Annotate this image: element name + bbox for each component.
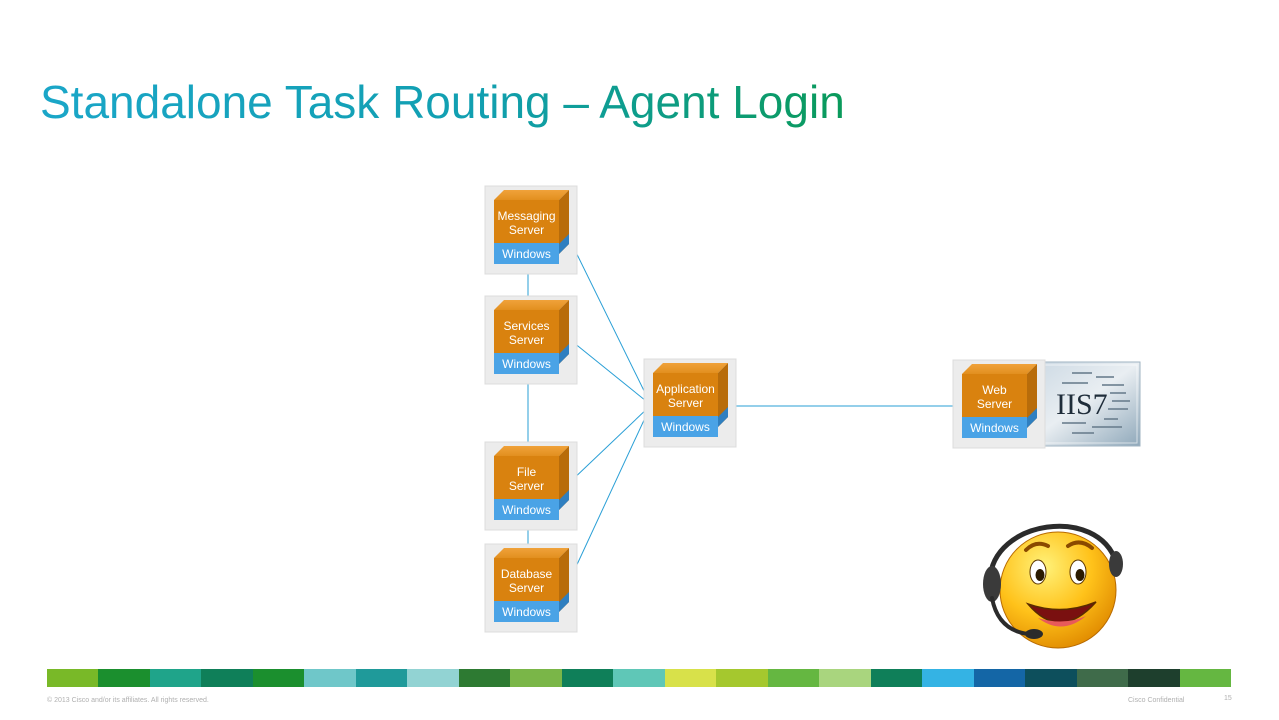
strip-segment — [1179, 669, 1232, 687]
slide-title: Standalone Task Routing – Agent Login — [40, 76, 845, 128]
link-services-application — [567, 337, 652, 406]
iis7-logo-text: IIS7 — [1056, 388, 1108, 421]
connectors — [527, 235, 958, 585]
messaging-server-os: Windows — [502, 247, 551, 261]
services-server-node: Services Server Windows — [484, 295, 578, 385]
application-server-os: Windows — [661, 420, 710, 434]
footer-copyright: © 2013 Cisco and/or its affiliates. All … — [47, 697, 209, 704]
file-server-os: Windows — [502, 503, 551, 517]
services-server-line2: Server — [509, 333, 544, 347]
application-server-node: Application Server Windows — [643, 358, 737, 448]
services-server-os: Windows — [502, 357, 551, 371]
agent-smiley-headset-icon — [983, 523, 1123, 649]
file-server-line2: Server — [509, 479, 544, 493]
strip-segment — [304, 669, 356, 687]
footer-page-number: 15 — [1224, 695, 1232, 702]
strip-segment — [973, 669, 1026, 687]
strip-segment — [458, 669, 511, 687]
strip-segment — [510, 669, 562, 687]
web-server-node: Web Server Windows — [952, 359, 1046, 449]
web-server-line1: Web — [982, 383, 1007, 397]
strip-segment — [47, 669, 99, 687]
link-messaging-application — [567, 235, 652, 406]
footer-confidential: Cisco Confidential — [1128, 697, 1185, 704]
strip-segment — [613, 669, 665, 687]
color-strip — [47, 669, 1232, 687]
strip-segment — [98, 669, 150, 687]
strip-segment — [870, 669, 923, 687]
strip-segment — [561, 669, 614, 687]
strip-segment — [767, 669, 820, 687]
strip-segment — [149, 669, 202, 687]
link-file-application — [567, 404, 652, 485]
strip-segment — [819, 669, 871, 687]
file-server-node: File Server Windows — [484, 441, 578, 531]
messaging-server-line2: Server — [509, 223, 544, 237]
database-server-line2: Server — [509, 581, 544, 595]
strip-segment — [1128, 669, 1180, 687]
strip-segment — [922, 669, 974, 687]
strip-segment — [1076, 669, 1129, 687]
strip-segment — [1025, 669, 1077, 687]
services-server-line1: Services — [503, 319, 549, 333]
strip-segment — [407, 669, 459, 687]
strip-segment — [252, 669, 305, 687]
application-server-line2: Server — [668, 396, 703, 410]
web-server-os: Windows — [970, 421, 1019, 435]
strip-segment — [355, 669, 408, 687]
database-server-node: Database Server Windows — [484, 543, 578, 633]
link-database-application — [567, 404, 652, 585]
messaging-server-node: Messaging Server Windows — [484, 185, 578, 275]
strip-segment — [201, 669, 253, 687]
strip-segment — [716, 669, 768, 687]
messaging-server-line1: Messaging — [497, 209, 555, 223]
application-server-line1: Application — [656, 382, 715, 396]
strip-segment — [664, 669, 717, 687]
database-server-line1: Database — [501, 567, 553, 581]
database-server-os: Windows — [502, 605, 551, 619]
file-server-line1: File — [517, 465, 537, 479]
web-server-line2: Server — [977, 397, 1012, 411]
